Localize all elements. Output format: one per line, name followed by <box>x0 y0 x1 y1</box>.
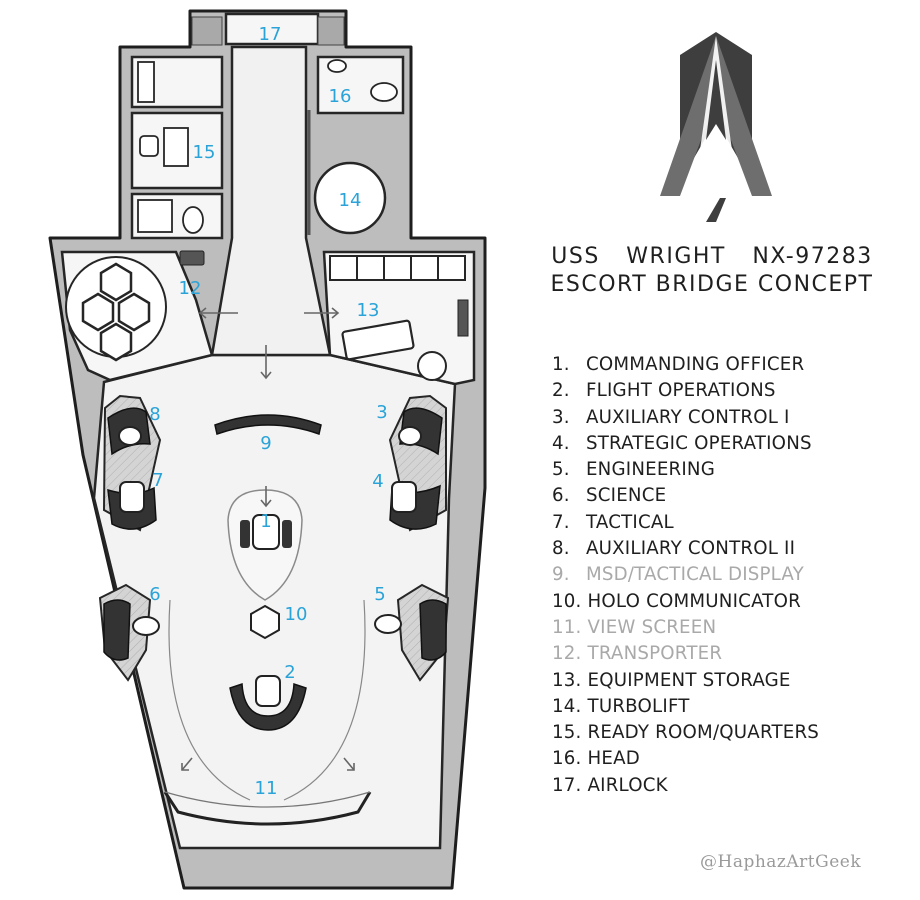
console-6 <box>103 599 131 661</box>
legend-item: 17. AIRLOCK <box>552 773 819 799</box>
legend-number: 2. <box>552 380 570 402</box>
legend-label: MSD/TACTICAL DISPLAY <box>585 564 804 586</box>
transporter-console <box>179 250 205 266</box>
room-label-6: 6 <box>149 584 160 605</box>
legend-number: 13. <box>552 669 582 691</box>
legend-item: 11. VIEW SCREEN <box>552 615 819 641</box>
legend-item: 5. ENGINEERING <box>552 457 819 483</box>
legend-label: AUXILIARY CONTROL II <box>585 538 796 560</box>
room-label-9: 9 <box>260 433 271 454</box>
station-chairs <box>118 426 422 707</box>
title-line-1: USS WRIGHT NX-97283 <box>551 244 873 269</box>
toilet-head <box>370 82 398 102</box>
legend-label: COMMANDING OFFICER <box>585 354 805 375</box>
room-label-4: 4 <box>372 471 383 492</box>
legend-item: 2. FLIGHT OPERATIONS <box>552 378 819 404</box>
legend-number: 1. <box>552 354 570 375</box>
legend-number: 4. <box>552 432 570 454</box>
legend-item: 8. AUXILIARY CONTROL II <box>552 536 819 562</box>
legend-label: ENGINEERING <box>585 459 716 481</box>
legend-item: 4. STRATEGIC OPERATIONS <box>552 431 819 457</box>
legend-label: TACTICAL <box>585 511 674 533</box>
legend-item: 7. TACTICAL <box>552 510 819 536</box>
legend-label: AUXILIARY CONTROL I <box>585 406 790 428</box>
legend-number: 10. <box>552 590 582 612</box>
room-label-11: 11 <box>255 778 278 799</box>
captain-chair <box>252 514 280 550</box>
msd-display <box>214 414 322 435</box>
legend-item: 16. HEAD <box>552 746 819 772</box>
legend-item: 6. SCIENCE <box>552 483 819 509</box>
legend-number: 5. <box>552 459 570 481</box>
legend-item: 1. COMMANDING OFFICER <box>552 352 819 378</box>
legend-item: 15. READY ROOM/QUARTERS <box>552 720 819 746</box>
holo-communicator <box>250 604 280 640</box>
room-label-10: 10 <box>285 604 308 625</box>
legend-number: 15. <box>552 722 582 744</box>
legend-number: 7. <box>552 511 570 533</box>
legend-item: 14. TURBOLIFT <box>552 694 819 720</box>
shower <box>137 199 173 233</box>
room-label-13: 13 <box>357 300 380 321</box>
room-label-3: 3 <box>376 402 387 423</box>
legend-label: VIEW SCREEN <box>587 616 717 638</box>
airlock-door-left <box>191 16 223 46</box>
legend-label: FLIGHT OPERATIONS <box>585 380 776 402</box>
ready-room-chair <box>139 135 159 157</box>
legend-label: HOLO COMMUNICATOR <box>587 590 801 612</box>
watermark: @HaphazArtGeek <box>700 852 862 872</box>
legend-label: READY ROOM/QUARTERS <box>587 722 820 744</box>
delta-insignia-icon <box>660 32 772 222</box>
legend-number: 11. <box>552 616 582 638</box>
legend-label: HEAD <box>587 748 640 770</box>
turbolift <box>313 161 387 235</box>
desk <box>163 127 189 167</box>
legend-item: 9. MSD/TACTICAL DISPLAY <box>552 562 819 588</box>
room-label-8: 8 <box>149 404 160 425</box>
room-label-17: 17 <box>259 24 282 45</box>
helm-console <box>229 682 307 731</box>
storage-lockers <box>329 255 466 281</box>
legend-number: 14. <box>552 695 582 717</box>
legend-number: 6. <box>552 485 570 507</box>
legend-label: TURBOLIFT <box>587 695 690 717</box>
legend-number: 3. <box>552 406 570 428</box>
legend-label: TRANSPORTER <box>587 643 723 665</box>
toilet-lower <box>182 206 204 234</box>
sink-head <box>327 59 347 73</box>
room-label-2: 2 <box>284 662 295 683</box>
room-label-15: 15 <box>193 142 216 163</box>
room-label-14: 14 <box>339 190 362 211</box>
room-label-7: 7 <box>152 470 163 491</box>
legend-label: SCIENCE <box>585 485 667 507</box>
storage-crate <box>341 319 415 361</box>
legend-number: 16. <box>552 748 582 770</box>
legend-number: 12. <box>552 643 582 665</box>
legend-item: 13. EQUIPMENT STORAGE <box>552 668 819 694</box>
legend-number: 17. <box>552 774 582 796</box>
arrows <box>181 307 355 771</box>
transporter-pads <box>81 262 151 362</box>
room-label-5: 5 <box>374 584 385 605</box>
bunk-bed <box>137 61 155 103</box>
storage-barrel <box>417 351 447 381</box>
legend-item: 3. AUXILIARY CONTROL I <box>552 405 819 431</box>
room-label-1: 1 <box>260 511 271 532</box>
legend-item: 10. HOLO COMMUNICATOR <box>552 589 819 615</box>
legend-item: 12. TRANSPORTER <box>552 641 819 667</box>
legend-number: 8. <box>552 538 570 560</box>
room-label-16: 16 <box>329 86 352 107</box>
legend-number: 9. <box>552 564 570 586</box>
storage-wall-panel <box>457 299 469 337</box>
airlock-door-right <box>317 16 345 46</box>
legend-label: STRATEGIC OPERATIONS <box>585 432 812 454</box>
legend-label: EQUIPMENT STORAGE <box>587 669 791 691</box>
legend-label: AIRLOCK <box>587 774 668 796</box>
view-screen <box>163 791 372 826</box>
room-label-12: 12 <box>179 278 202 299</box>
title-line-2: ESCORT BRIDGE CONCEPT <box>550 272 874 297</box>
console-5 <box>419 599 447 661</box>
